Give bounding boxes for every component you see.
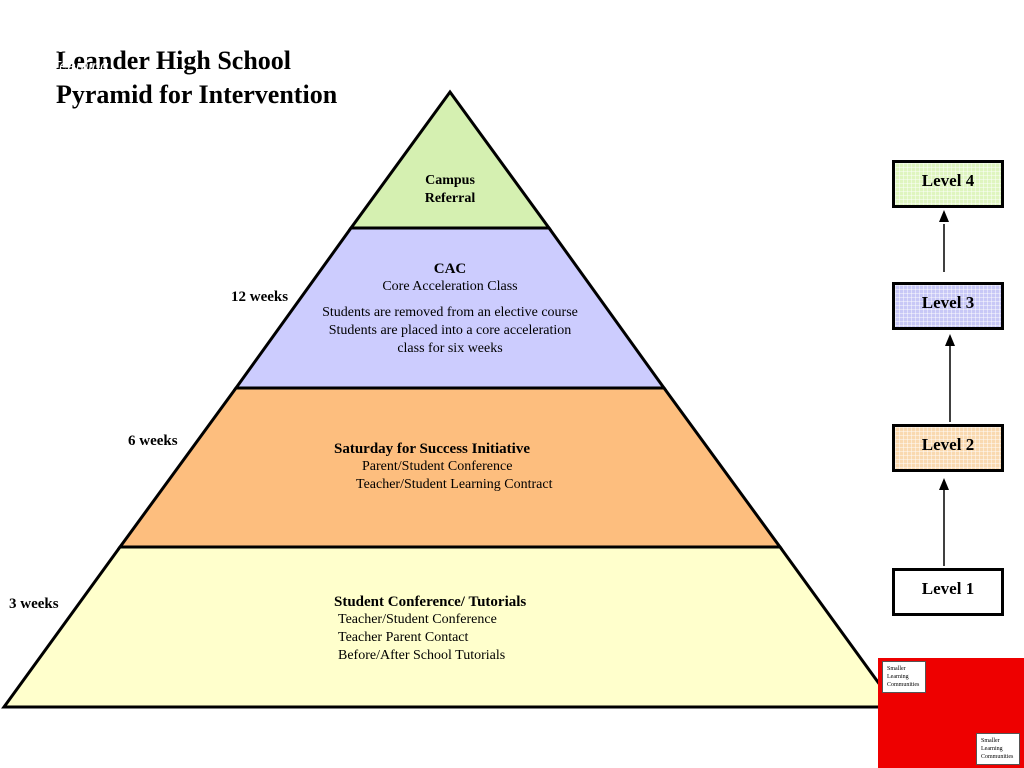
tier-2-line-2: Teacher/Student Learning Contract — [356, 477, 553, 492]
tier-3-subheading: Core Acceleration Class — [382, 279, 518, 294]
tier-2-line-1: Parent/Student Conference — [362, 459, 513, 474]
slc-logo-top-line-1: Smaller — [887, 666, 906, 672]
title-line-1: Leander High School — [56, 46, 292, 75]
tier-2-heading: Saturday for Success Initiative — [334, 441, 530, 457]
tier-3-line-2: Students are placed into a core accelera… — [328, 323, 572, 338]
badge-line-2: Teaming — [51, 58, 109, 75]
badge-line-1: Academic — [47, 39, 113, 56]
duration-3-weeks: 3 weeks — [9, 596, 59, 612]
slc-logo-bottom-line-1: Smaller — [981, 738, 1000, 744]
slc-logo-bottom: Smaller Learning Communities — [976, 733, 1020, 765]
slc-logo-top-line-3: Communities — [887, 682, 920, 688]
page-title: Leander High School Pyramid for Interven… — [56, 44, 337, 112]
slc-logo-top: Smaller Learning Communities — [882, 661, 926, 693]
slc-logo-top-line-2: Learning — [887, 674, 909, 680]
tier-4-heading-line-1: Campus — [425, 173, 475, 188]
arrow-head-1-2 — [939, 478, 949, 490]
tier-1-line-2: Teacher Parent Contact — [338, 630, 469, 645]
tier-3-line-1: Students are removed from an elective co… — [322, 305, 578, 320]
duration-6-weeks: 6 weeks — [128, 433, 178, 449]
level-2-box: Level 2 — [892, 424, 1004, 472]
tier-1-line-3: Before/After School Tutorials — [338, 648, 506, 663]
tier-3-label: CAC Core Acceleration Class Students are… — [290, 260, 610, 358]
arrow-head-3-4 — [939, 210, 949, 222]
tier-3-heading: CAC — [433, 261, 467, 277]
level-1-box: Level 1 — [892, 568, 1004, 616]
tier-4-label: Campus Referral — [395, 172, 505, 208]
tier-3-line-3: class for six weeks — [397, 341, 503, 356]
slc-logo-bottom-line-2: Learning — [981, 746, 1003, 752]
arrow-head-2-3 — [945, 334, 955, 346]
tier-1-label: Student Conference/ Tutorials Teacher/St… — [334, 593, 634, 665]
title-line-2: Pyramid for Intervention — [56, 80, 338, 109]
slc-logo-bottom-line-3: Communities — [981, 754, 1014, 760]
tier-1-heading: Student Conference/ Tutorials — [334, 594, 527, 610]
badge-text: Academic Teaming — [20, 38, 140, 76]
level-3-box: Level 3 — [892, 282, 1004, 330]
tier-2-label: Saturday for Success Initiative Parent/S… — [334, 440, 634, 494]
tier-1-line-1: Teacher/Student Conference — [338, 612, 497, 627]
duration-12-weeks: 12 weeks — [231, 289, 289, 305]
level-4-box: Level 4 — [892, 160, 1004, 208]
tier-4-heading-line-2: Referral — [424, 191, 476, 206]
